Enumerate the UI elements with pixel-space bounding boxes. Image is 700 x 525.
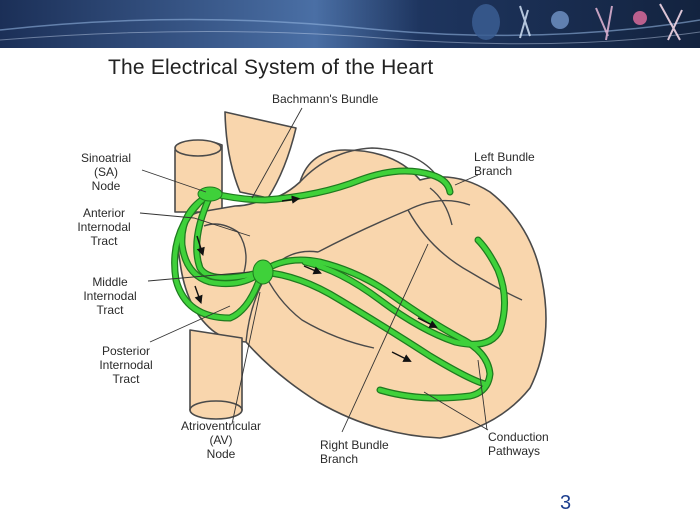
header-banner (0, 0, 700, 48)
label-middle-internodal-tract: Middle Internodal Tract (83, 275, 137, 317)
label-conduction-pathways: Conduction Pathways (488, 430, 549, 458)
decorative-medical-icons (472, 3, 683, 41)
label-anterior-internodal-tract: Anterior Internodal Tract (77, 206, 131, 248)
sa-node (197, 186, 223, 202)
label-left-bundle-branch: Left Bundle Branch (474, 150, 535, 178)
label-av-node: Atrioventricular (AV) Node (180, 419, 262, 461)
label-posterior-internodal-tract: Posterior Internodal Tract (99, 344, 153, 386)
leader-lines (139, 107, 489, 433)
label-right-bundle-branch: Right Bundle Branch (320, 438, 389, 466)
av-node (252, 259, 274, 285)
direction-arrows (194, 195, 438, 362)
label-sa-node: Sinoatrial (SA) Node (80, 151, 132, 193)
label-bachmanns-bundle: Bachmann's Bundle (272, 92, 379, 106)
page-number: 3 (560, 492, 572, 514)
page-title: The Electrical System of the Heart (108, 56, 434, 79)
